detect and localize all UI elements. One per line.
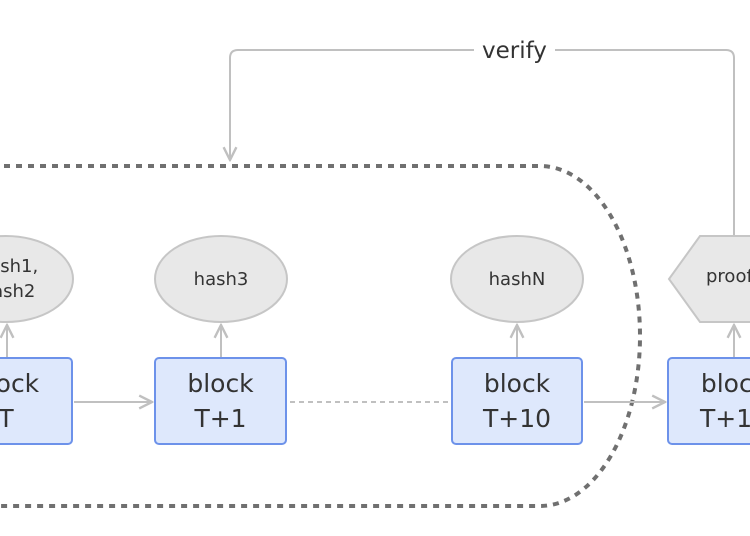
block-label-1: block T — [0, 364, 72, 438]
block-node-3 — [451, 357, 583, 445]
hash-label-2-text: hash3 — [193, 268, 249, 290]
proof-label: proof — [706, 264, 750, 294]
block-label-4: block T+11 — [668, 364, 750, 438]
block-label-3-line1: block — [483, 369, 551, 398]
block-label-2-line2: T+1 — [194, 404, 247, 433]
proof-node — [667, 235, 750, 323]
grouping-boundary — [0, 164, 642, 508]
verify-label: verify — [474, 34, 555, 68]
block-label-3: block T+10 — [452, 364, 582, 438]
hash-node-2 — [154, 235, 288, 323]
proof-label-text: proof — [706, 266, 750, 287]
hash-label-1-line2: hash2 — [0, 281, 36, 302]
block-label-2-line1: block — [187, 369, 254, 398]
block-label-1-line1: block — [0, 369, 40, 398]
block-label-3-line2: T+10 — [482, 404, 552, 433]
hash-node-3 — [450, 235, 584, 323]
hash-label-2: hash3 — [173, 264, 269, 294]
block-label-1-line2: T — [0, 404, 14, 433]
block-node-4 — [667, 357, 750, 445]
verify-edge — [230, 49, 735, 236]
hash-label-1: hash1, hash2 — [0, 254, 56, 304]
hash-label-1-line1: hash1, — [0, 256, 39, 277]
hash-node-1 — [0, 235, 74, 323]
block-label-4-line2: T+11 — [699, 404, 750, 433]
block-label-4-line1: block — [700, 369, 750, 398]
block-label-2: block T+1 — [155, 364, 286, 438]
hash-label-3: hashN — [469, 264, 565, 294]
block-node-1 — [0, 357, 73, 445]
block-node-2 — [154, 357, 287, 445]
hash-label-3-text: hashN — [488, 268, 546, 290]
